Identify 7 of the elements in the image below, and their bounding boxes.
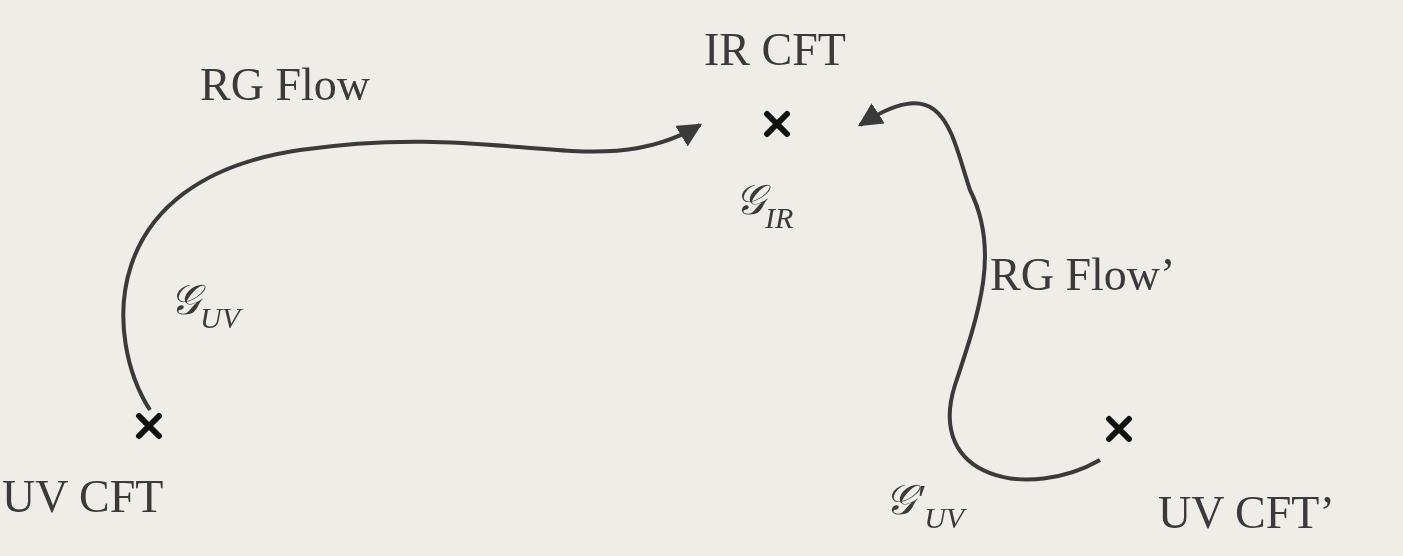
- coupling-symbol: 𝒢$_{IR}$: [735, 176, 794, 236]
- point-label: UV CFT: [2, 472, 164, 523]
- coupling-symbol: 𝒢′$_{UV}$: [885, 476, 965, 536]
- flow-arrow: [121, 123, 703, 411]
- point-label: IR CFT: [704, 25, 846, 76]
- flow-arrow: [857, 101, 1101, 482]
- point-label: UV CFT’: [1158, 488, 1335, 539]
